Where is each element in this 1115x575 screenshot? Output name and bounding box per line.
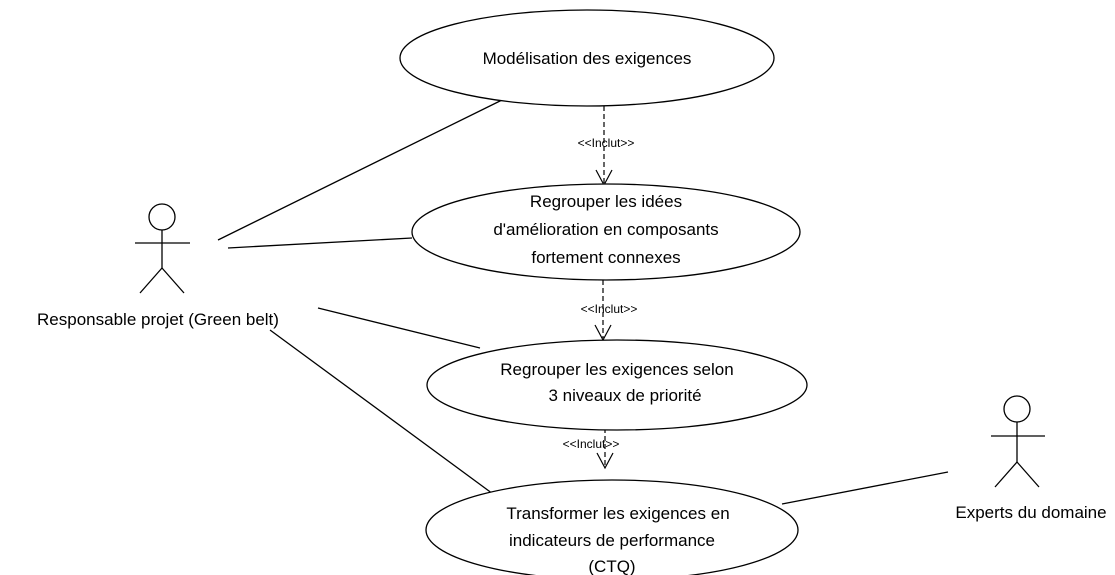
use-case-label: indicateurs de performance: [509, 531, 715, 550]
use-case-regrouper-exigences[interactable]: Regrouper les exigences selon 3 niveaux …: [426, 339, 808, 431]
use-case-label: Regrouper les idées: [530, 192, 682, 211]
association-greenbelt-uc2: [227, 237, 413, 249]
use-case-label: Regrouper les exigences selon: [500, 360, 733, 379]
include-label-uc3-uc4: <<Inclut>>: [563, 437, 620, 451]
actor-head-icon: [148, 203, 176, 231]
actor-experts[interactable]: [991, 395, 1045, 488]
use-case-label: Modélisation des exigences: [483, 49, 692, 68]
include-label-uc2-uc3: <<Inclut>>: [581, 302, 638, 316]
actor-green-belt[interactable]: [135, 203, 190, 294]
include-label-uc1-uc2: <<Inclut>>: [578, 136, 635, 150]
use-case-label: 3 niveaux de priorité: [548, 386, 701, 405]
actor-label-green-belt: Responsable projet (Green belt): [37, 310, 279, 329]
association-experts-uc4: [781, 471, 949, 505]
associations: [217, 99, 949, 506]
use-case-label: fortement connexes: [531, 248, 680, 267]
association-greenbelt-uc1: [217, 99, 503, 241]
actor-head-icon: [1003, 395, 1031, 423]
actor-label-experts: Experts du domaine: [955, 503, 1106, 522]
association-greenbelt-uc4: [269, 329, 509, 506]
use-case-label: (CTQ): [588, 557, 635, 575]
use-case-label: Transformer les exigences en: [506, 504, 729, 523]
use-case-regrouper-idees[interactable]: Regrouper les idées d'amélioration en co…: [411, 183, 801, 281]
use-case-label: d'amélioration en composants: [493, 220, 718, 239]
use-case-modelisation[interactable]: Modélisation des exigences: [399, 9, 775, 107]
association-greenbelt-uc3: [317, 307, 481, 349]
include-arrowhead-uc3-uc4: [596, 452, 614, 470]
use-case-transformer-exigences[interactable]: Transformer les exigences en indicateurs…: [425, 479, 799, 575]
